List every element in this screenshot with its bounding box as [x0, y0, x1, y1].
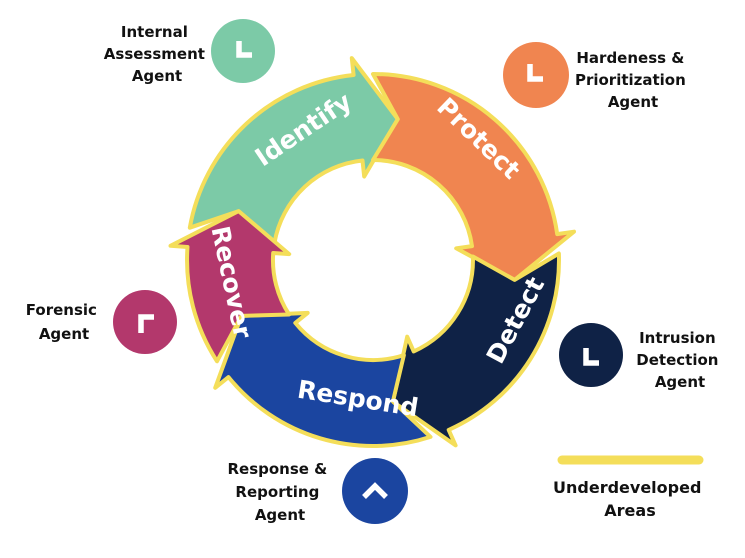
segment-respond	[213, 310, 433, 448]
agent-badge	[211, 19, 275, 83]
agent-badge	[503, 42, 569, 108]
agent-label: Response & Reporting Agent	[227, 460, 332, 524]
chevron-icon	[138, 314, 154, 333]
agent-label: Internal Assessment Agent	[104, 23, 210, 85]
agent-response-reporting: Response & Reporting Agent	[227, 458, 408, 524]
segment-protect	[371, 72, 576, 282]
agent-label: Hardeness & Prioritization Agent	[575, 49, 691, 111]
chevron-icon	[236, 41, 252, 58]
agent-badge	[113, 290, 177, 354]
segment-detect	[390, 251, 561, 448]
legend: Underdeveloped Areas	[553, 455, 707, 520]
chevron-icon	[583, 348, 599, 366]
agent-intrusion-detection: Intrusion Detection Agent	[559, 323, 723, 391]
agent-label: Forensic Agent	[26, 301, 102, 343]
legend-label: Underdeveloped Areas	[553, 478, 707, 520]
agent-badge	[559, 323, 623, 387]
agent-hardening-prioritization: Hardeness & Prioritization Agent	[503, 42, 691, 111]
segment-identify	[187, 56, 400, 245]
cycle-ring	[168, 56, 576, 448]
agent-badge	[342, 458, 408, 524]
chevron-icon	[527, 64, 543, 82]
agent-label: Intrusion Detection Agent	[636, 329, 723, 391]
agent-forensic: Forensic Agent	[26, 290, 177, 354]
segment-recover	[168, 209, 292, 364]
agent-internal-assessment: Internal Assessment Agent	[104, 19, 275, 85]
chevron-up-icon	[362, 482, 388, 499]
